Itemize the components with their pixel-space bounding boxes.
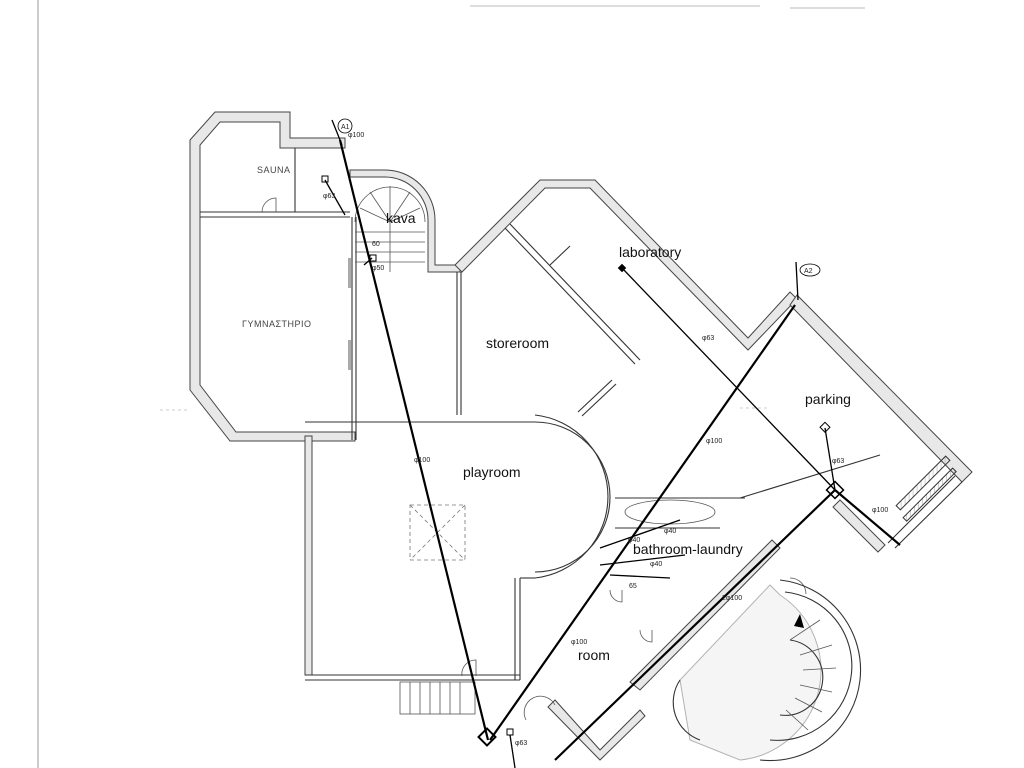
room-label-bathroom-laundry: bathroom-laundry — [633, 541, 743, 557]
room-label-room: room — [578, 647, 610, 663]
pipe-annotation: φ100 — [571, 639, 587, 646]
pipe-annotation: φ100 — [414, 457, 430, 464]
pipe-annotation: φ63 — [515, 740, 527, 747]
pipe-annotation: φ100 — [348, 132, 364, 139]
parking-gate — [902, 467, 957, 522]
marker-a1-label: A1 — [341, 124, 350, 131]
floor-drain — [617, 263, 627, 273]
storeroom-laboratory-block — [454, 179, 798, 417]
pipe-annotation: 60 — [372, 241, 380, 248]
room-label-kava: kava — [386, 210, 416, 226]
parking-block — [789, 294, 973, 549]
manhole — [477, 727, 497, 747]
spiral-stair — [672, 579, 862, 762]
pipe-annotation: φ40 — [628, 537, 640, 544]
marker-a2-circle — [799, 263, 821, 277]
window — [348, 258, 351, 288]
pipe-annotation: φ40 — [650, 561, 662, 568]
pipe-annotation: φ100 — [706, 438, 722, 445]
pipe-bath-branch — [599, 519, 681, 549]
pipe-a1-inlet — [331, 119, 343, 146]
pipe-a2-main — [489, 304, 796, 741]
pipe-parking-out — [834, 489, 901, 546]
sauna-gym-block — [189, 111, 357, 442]
marker-a2-label: A2 — [804, 268, 813, 275]
pipe-sauna-branch — [324, 179, 346, 216]
pipe-a1-main — [338, 139, 490, 741]
floor-drain — [506, 728, 514, 736]
manhole — [825, 480, 845, 500]
drain-pipes — [321, 118, 901, 768]
room-label-playroom: playroom — [463, 464, 521, 480]
pipe-annotation: φ63 — [832, 458, 844, 465]
room-label-parking: parking — [805, 391, 851, 407]
pipe-bath-branch — [599, 554, 686, 566]
pipe-annotation: 2φ100 — [722, 595, 742, 602]
stair-direction-arrow — [794, 614, 804, 628]
floor-drain — [819, 421, 831, 433]
room-label-storeroom: storeroom — [486, 335, 549, 351]
pipe-annotation: φ63 — [702, 335, 714, 342]
pipe-parking-drain — [824, 427, 836, 491]
room-label-sauna: SAUNA — [257, 165, 291, 175]
parking-gate — [895, 455, 951, 511]
pipe-annotation: φ63 — [323, 193, 335, 200]
floor-drain — [369, 254, 377, 262]
floor-drain — [321, 175, 329, 183]
pipe-annotation: 65 — [629, 583, 637, 590]
pipe-kava-branch — [363, 257, 373, 266]
pipe-annotation: φ50 — [372, 265, 384, 272]
entry-stairs — [399, 681, 476, 715]
pipe-a2-inlet — [795, 261, 799, 301]
pipe-bottom — [509, 734, 516, 768]
pipe-annotation: φ40 — [664, 528, 676, 535]
pipe-annotation: φ100 — [872, 507, 888, 514]
playroom-block — [304, 414, 611, 681]
pipe-bath-branch — [609, 574, 671, 579]
room-label-gym: ΓΥΜΝΑΣΤΗΡΙΟ — [242, 319, 312, 329]
marker-a1-circle — [337, 118, 353, 134]
pipe-laboratory — [621, 267, 836, 491]
pipe-laundry-main — [554, 489, 836, 761]
room-label-laboratory: laboratory — [619, 244, 681, 260]
window — [348, 340, 351, 370]
